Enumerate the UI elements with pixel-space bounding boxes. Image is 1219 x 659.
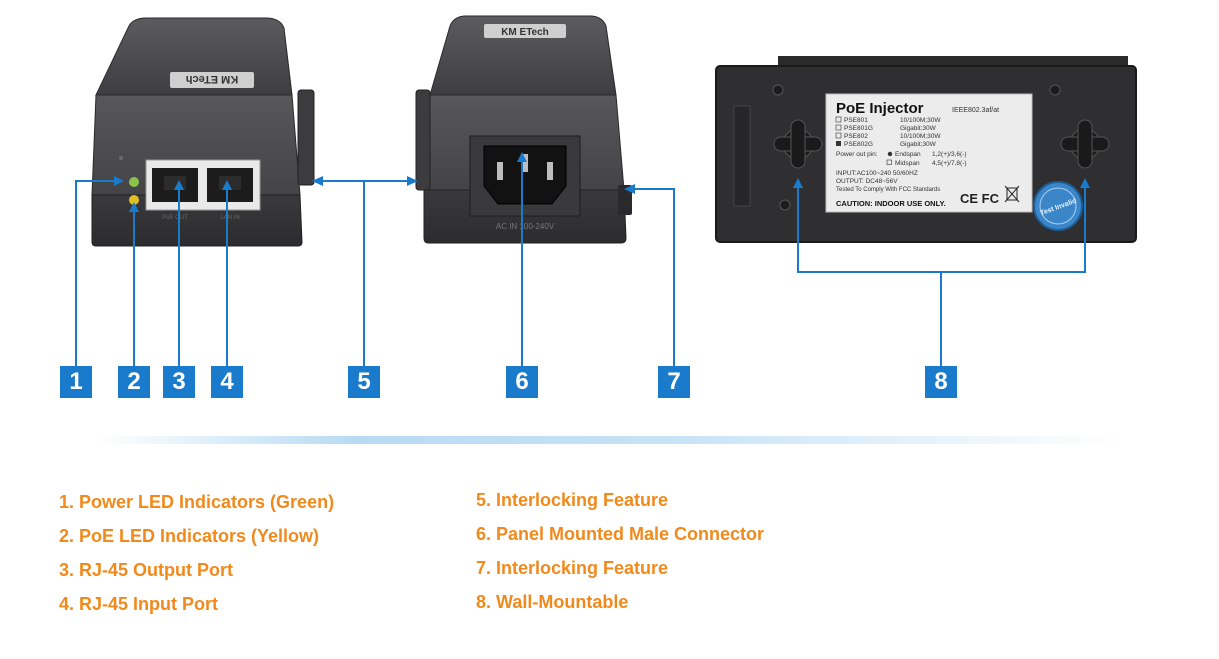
midspan-label: Midspan [895,160,920,167]
port-label-in: LAN IN [220,215,239,221]
brand-label-back: KM ETech [501,27,549,38]
model-spec: 10/100M;30W [900,117,941,124]
legend-item-4: 4. RJ-45 Input Port [59,594,219,614]
keyhole-left [773,119,823,169]
callout-3: 3 [163,366,195,398]
legend-item-2: 2. PoE LED Indicators (Yellow) [59,526,320,546]
device-back-view: KM ETech AC IN 100-240V [415,15,632,244]
callout-1: 1 [60,366,92,398]
poe-led-yellow [129,195,139,205]
device-bottom-view: PoE Injector IEEE802.3af/at PSE801 10/10… [715,56,1137,243]
fcc-statement: Tested To Comply With FCC Standards [836,187,940,193]
endspan-pins: 1,2(+)/3,6(-) [932,151,967,158]
certification-marks: CE FC [960,191,1000,206]
model-spec: 10/100M;30W [900,133,941,140]
input-rating: INPUT:AC100~240 50/60HZ [836,170,918,177]
brand-label-front: KM ETech [186,73,239,85]
model-name: PSE802 [844,133,868,140]
warranty-seal-icon [1033,181,1083,231]
callout-8: 8 [925,366,957,398]
legend-item-1: 1. Power LED Indicators (Green) [59,492,335,512]
power-led-green [129,177,139,187]
power-out-pin: Power out pin: [836,151,878,158]
output-rating: OUTPUT: DC48~56V [836,178,898,185]
recycle-bin-icon [1004,185,1020,203]
endspan-label: Endspan [895,151,921,158]
ac-input-label: AC IN 100-240V [496,222,555,231]
callout-leader-lines [75,160,1086,366]
device-front-view: KM ETech PoE OUT LAN IN [91,17,315,247]
port-label-out: PoE OUT [162,215,188,221]
model-name: PSE801G [844,125,873,132]
midspan-pins: 4,5(+)/7,8(-) [932,160,967,167]
label-title: PoE Injector [836,100,924,117]
keyhole-right [1060,119,1110,169]
callout-5: 5 [348,366,380,398]
model-name: PSE801 [844,117,868,124]
callout-arrowheads [114,152,1090,212]
callout-2: 2 [118,366,150,398]
legend-item-8: 8. Wall-Mountable [476,592,629,612]
model-spec: Gigabit;30W [900,125,937,132]
legend-item-7: 7. Interlocking Feature [476,558,669,578]
legend-item-6: 6. Panel Mounted Male Connector [476,524,765,544]
section-divider [95,436,1125,444]
model-name: PSE802G [844,141,873,148]
callout-4: 4 [211,366,243,398]
label-standard: IEEE802.3af/at [952,107,999,114]
callout-7: 7 [658,366,690,398]
caution-text: CAUTION: INDOOR USE ONLY. [836,199,946,208]
legend-item-5: 5. Interlocking Feature [476,490,669,510]
callout-6: 6 [506,366,538,398]
model-spec: Gigabit;30W [900,141,937,148]
legend-item-3: 3. RJ-45 Output Port [59,560,234,580]
